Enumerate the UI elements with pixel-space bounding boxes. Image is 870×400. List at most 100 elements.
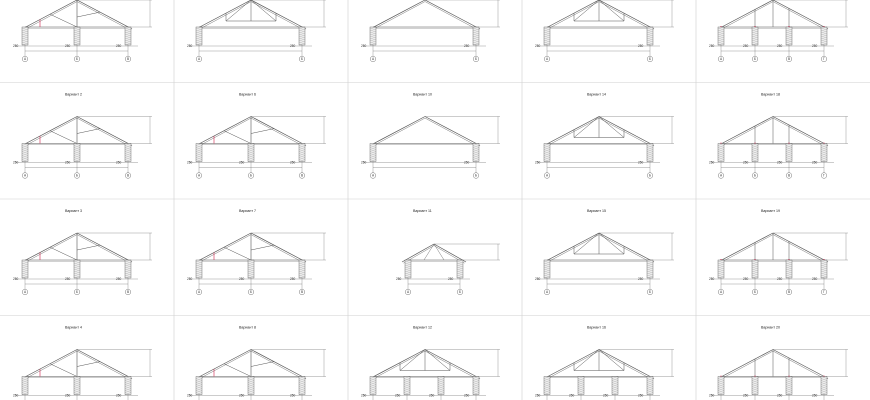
hatch bbox=[73, 259, 81, 263]
hatch bbox=[195, 384, 203, 387]
axis-marker bbox=[370, 55, 377, 62]
web bbox=[573, 0, 600, 22]
hatch bbox=[646, 151, 654, 154]
hatch bbox=[785, 259, 793, 263]
axis-marker bbox=[298, 172, 305, 179]
hatch bbox=[785, 378, 793, 381]
hatch bbox=[543, 151, 551, 154]
hatch bbox=[785, 36, 793, 40]
axis-letter: Б bbox=[250, 290, 252, 294]
hatch bbox=[543, 153, 551, 156]
hatch bbox=[717, 34, 725, 38]
axis-marker bbox=[22, 288, 29, 295]
hatch bbox=[369, 386, 377, 389]
axis-letter: А bbox=[720, 290, 723, 294]
axis-marker bbox=[718, 172, 725, 179]
hatch bbox=[717, 151, 725, 154]
variant-title: Вариант 3 bbox=[65, 209, 82, 213]
hatch bbox=[751, 382, 759, 385]
web bbox=[223, 247, 252, 261]
top-chord bbox=[369, 116, 426, 146]
axis-letter: Б bbox=[459, 290, 461, 294]
hatch bbox=[124, 157, 132, 160]
top-chord bbox=[772, 234, 827, 264]
top-chord bbox=[772, 349, 829, 379]
axis-marker bbox=[472, 172, 479, 179]
hatch bbox=[717, 376, 725, 379]
hatch bbox=[472, 157, 480, 160]
hatch bbox=[543, 376, 551, 379]
hatch bbox=[124, 153, 132, 156]
web bbox=[76, 11, 101, 18]
hatch bbox=[247, 388, 255, 391]
hatch bbox=[369, 159, 377, 162]
hatch bbox=[751, 40, 759, 44]
top-chord bbox=[424, 350, 479, 380]
top-chord bbox=[424, 117, 479, 147]
top-chord bbox=[717, 0, 774, 30]
hatch bbox=[646, 149, 654, 152]
hatch bbox=[21, 386, 29, 389]
hatch bbox=[611, 384, 619, 387]
hatch bbox=[717, 390, 725, 393]
hatch bbox=[124, 392, 132, 395]
hatch bbox=[73, 392, 81, 395]
hatch bbox=[543, 143, 551, 146]
axis-marker bbox=[73, 55, 80, 62]
axis-marker bbox=[405, 288, 412, 295]
hatch bbox=[717, 265, 725, 269]
hatch bbox=[124, 263, 132, 267]
hatch bbox=[785, 149, 793, 152]
top-chord bbox=[23, 117, 78, 147]
hatch bbox=[21, 269, 29, 273]
hatch bbox=[543, 157, 551, 160]
hatch bbox=[437, 378, 445, 381]
hatch bbox=[21, 153, 29, 156]
hatch bbox=[646, 376, 654, 379]
hatch bbox=[298, 32, 306, 36]
hatch bbox=[247, 269, 255, 273]
hatch bbox=[785, 390, 793, 393]
hatch bbox=[820, 388, 828, 391]
hatch bbox=[543, 273, 551, 277]
hatch bbox=[21, 263, 29, 267]
hatch bbox=[456, 259, 464, 263]
hatch bbox=[247, 390, 255, 393]
top-chord bbox=[250, 0, 307, 30]
hatch bbox=[717, 263, 725, 267]
axis-marker bbox=[718, 55, 725, 62]
axis-marker bbox=[820, 172, 827, 179]
hatch bbox=[298, 261, 306, 265]
hatch bbox=[124, 267, 132, 271]
hatch bbox=[21, 157, 29, 160]
hatch bbox=[543, 145, 551, 148]
axis-letter: А bbox=[372, 57, 375, 61]
hatch bbox=[124, 26, 132, 30]
hatch bbox=[404, 275, 412, 279]
hatch bbox=[124, 38, 132, 42]
hatch bbox=[247, 378, 255, 381]
hatch bbox=[124, 147, 132, 150]
hatch bbox=[369, 28, 377, 32]
truss-variant: Вариант 1А250Б250В250 bbox=[13, 0, 152, 62]
hatch bbox=[577, 392, 585, 395]
hatch bbox=[820, 157, 828, 160]
top-chord bbox=[545, 350, 600, 380]
hatch bbox=[751, 38, 759, 42]
hatch bbox=[543, 265, 551, 269]
variant-title: Вариант 6 bbox=[239, 93, 256, 97]
hatch bbox=[298, 271, 306, 275]
hatch bbox=[369, 32, 377, 36]
hatch bbox=[820, 143, 828, 146]
hatch bbox=[611, 376, 619, 379]
top-chord bbox=[197, 234, 252, 264]
hatch bbox=[298, 384, 306, 387]
hatch bbox=[785, 147, 793, 150]
hatch bbox=[751, 275, 759, 279]
hatch bbox=[543, 155, 551, 158]
hatch bbox=[298, 380, 306, 383]
hatch bbox=[403, 390, 411, 393]
